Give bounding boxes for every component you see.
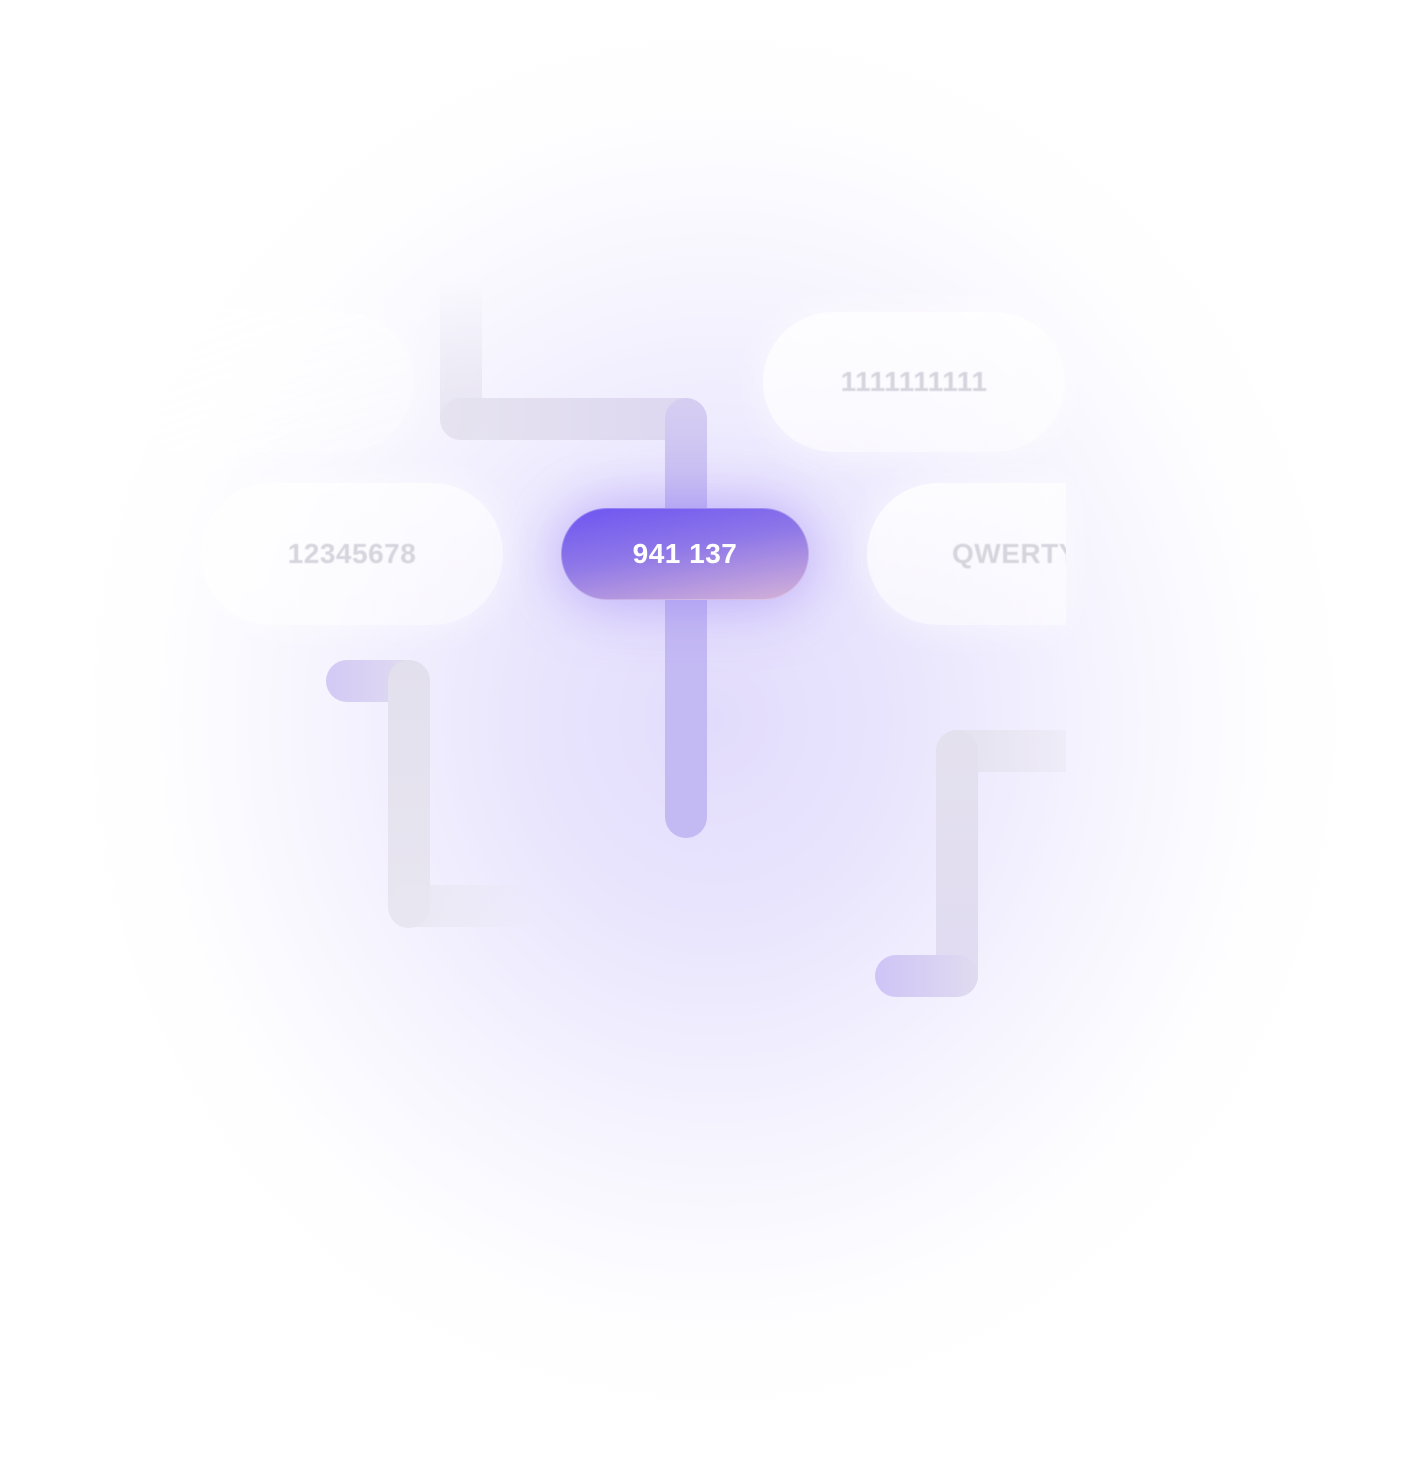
password-pill-top-right-label: 1111111111 [840, 366, 988, 397]
password-pill-mid-left: 12345678 [201, 483, 503, 625]
password-pill-mid-left-label: 12345678 [287, 538, 417, 569]
connector-track-left-bottom [388, 885, 538, 927]
password-pill-top-right: 1111111111 [763, 312, 1065, 452]
generated-code-pill: 941 137 [561, 508, 809, 600]
connector-track-right-stub [875, 955, 978, 997]
connector-track-left-vertical [388, 660, 430, 928]
password-pill-top-left [112, 312, 414, 452]
password-pill-mid-right-label: QWERTY [952, 538, 1066, 569]
connector-track-center-vertical [665, 398, 707, 838]
connector-track-right-vertical [936, 730, 978, 996]
connector-track-top-horizontal [440, 398, 707, 440]
generated-code-label: 941 137 [632, 538, 738, 569]
password-pill-mid-right: QWERTY [867, 483, 1066, 625]
